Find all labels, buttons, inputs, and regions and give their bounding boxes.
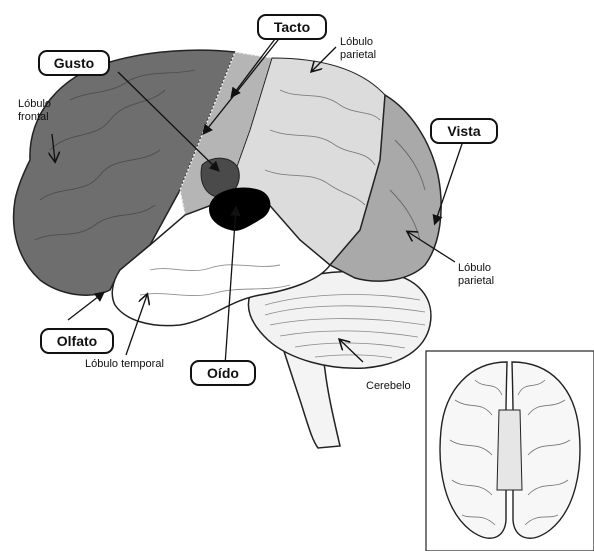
oido-label: Oído — [190, 360, 256, 386]
lobulo-temporal-label: Lóbulo temporal — [85, 358, 185, 371]
olfato-label: Olfato — [40, 328, 114, 354]
lobulo-parietal-right-label: Lóbulo parietal — [458, 262, 503, 288]
gusto-label: Gusto — [38, 50, 110, 76]
cerebelo-label: Cerebelo — [366, 380, 426, 393]
tacto-label: Tacto — [257, 14, 327, 40]
lobulo-frontal-label: Lóbulo frontal — [18, 98, 63, 124]
olfato-leader — [68, 293, 103, 320]
vista-label: Vista — [430, 118, 498, 144]
lobulo-parietal-top-label: Lóbulo parietal — [340, 36, 400, 62]
